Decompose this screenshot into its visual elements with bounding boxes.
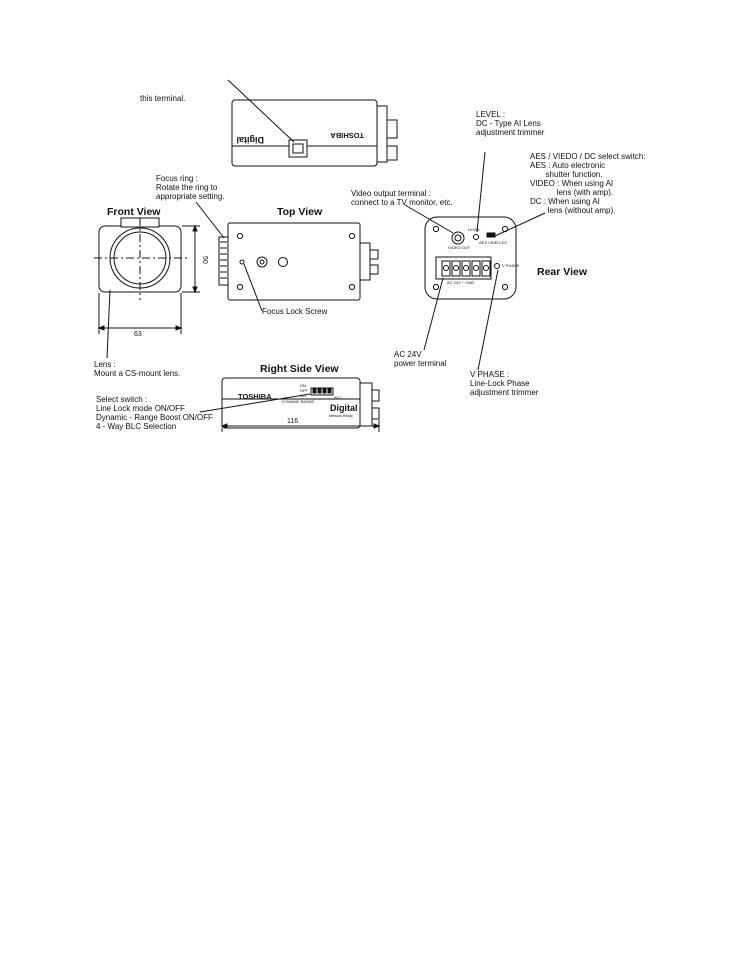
vphase-desc: Line-Lock Phase — [470, 379, 530, 388]
top-view-drawing — [218, 222, 379, 301]
video-out-desc: connect to a TV monitor, etc. — [351, 198, 453, 207]
aes-line-3: VIDEO : When using AI — [530, 179, 614, 188]
aes-line-6: lens (without amp). — [530, 206, 616, 215]
aes-line-4: lens (with amp). — [530, 188, 614, 197]
side-dynamic-range-mark: DYNAMIC RANGE — [282, 400, 315, 404]
focus-ring-title: Focus ring : — [156, 174, 198, 183]
side-on-mark: ON — [300, 383, 306, 388]
select-line-3: 4 - Way BLC Selection — [96, 422, 177, 431]
side-digital-mark: Digital — [330, 403, 358, 413]
focus-lock-label: Focus Lock Screw — [262, 307, 328, 316]
rear-view-title: Rear View — [537, 266, 588, 278]
side-digital-sub: Network Ready — [329, 414, 353, 418]
aes-line-5: DC : When using AI — [530, 197, 600, 206]
ac-desc: power terminal — [394, 359, 447, 368]
vphase-desc-2: adjustment trimmer — [470, 388, 539, 397]
side-off-mark: OFF — [300, 388, 308, 393]
inverted-side-view: Digital TOSHIBA — [231, 99, 398, 167]
vphase-title: V PHASE : — [470, 370, 510, 379]
front-view-title: Front View — [107, 206, 161, 218]
lens-desc: Mount a CS-mount lens. — [94, 369, 181, 378]
inverted-digital-mark: Digital — [236, 135, 264, 145]
side-brand-mark: TOSHIBA — [238, 392, 272, 401]
height-dimension: 50 — [201, 256, 208, 264]
side-blc-mark: BLC — [334, 395, 342, 400]
front-view-drawing — [94, 217, 200, 334]
video-out-title: Video output terminal : — [351, 189, 431, 198]
aes-line-1: AES : Auto electronic — [530, 161, 606, 170]
top-view-title: Top View — [277, 206, 323, 218]
level-desc-2: adjustment trimmer — [476, 128, 545, 137]
select-line-2: Dynamic - Range Boost ON/OFF — [96, 413, 213, 422]
rear-view-drawing — [424, 216, 517, 300]
ac-title: AC 24V — [394, 350, 422, 359]
rear-vphase-mark: V PHASE — [502, 263, 520, 268]
select-title: Select switch : — [96, 395, 148, 404]
this-terminal-label: this terminal. — [140, 94, 186, 103]
inverted-brand-mark: TOSHIBA — [330, 131, 364, 140]
width-dimension: 63 — [134, 331, 142, 338]
length-dimension: 116 — [287, 418, 299, 425]
lens-title: Lens : — [94, 360, 116, 369]
focus-ring-desc-2: appropriate setting. — [156, 192, 225, 201]
level-desc: DC - Type AI Lens — [476, 119, 541, 128]
select-line-1: Line Lock mode ON/OFF — [96, 404, 185, 413]
side-ll-mark: LL1 — [300, 393, 307, 398]
right-side-view-title: Right Side View — [260, 363, 339, 375]
rear-aes-video-dc-mark: AES VIDEO DC — [479, 240, 508, 245]
right-side-view-drawing — [220, 377, 381, 432]
level-title: LEVEL : — [476, 110, 506, 119]
aes-title: AES / VIEDO / DC select switch: — [530, 152, 646, 161]
aes-line-2: shutter function. — [530, 170, 603, 179]
rear-level-mark: LEVEL — [468, 227, 481, 232]
rear-ac-gnd-mark: AC 24V ~ GND — [447, 280, 475, 285]
rear-video-out-mark: VIDEO OUT — [448, 245, 471, 250]
focus-ring-desc: Rotate the ring to — [156, 183, 218, 192]
